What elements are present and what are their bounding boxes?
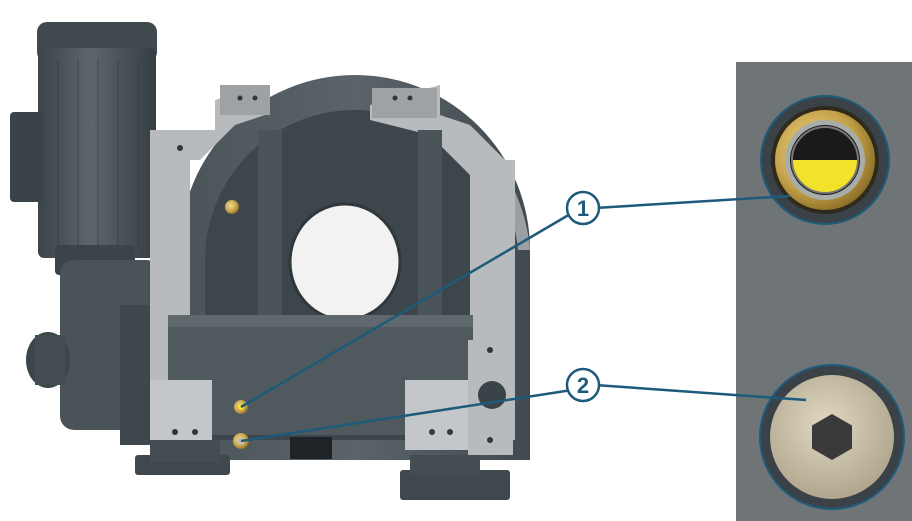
oil-sight-glass-icon [760, 95, 890, 225]
callout-2: 2 [565, 367, 601, 403]
callout-2-label: 2 [577, 373, 589, 398]
gearbox [26, 260, 175, 445]
motor [10, 22, 157, 275]
hex-socket-plug-icon [759, 364, 905, 510]
callout-1-label: 1 [577, 196, 589, 221]
leader-lines [240, 194, 807, 443]
pump-housing [135, 75, 530, 500]
callout-1: 1 [565, 190, 601, 226]
detail-panel [736, 62, 912, 521]
